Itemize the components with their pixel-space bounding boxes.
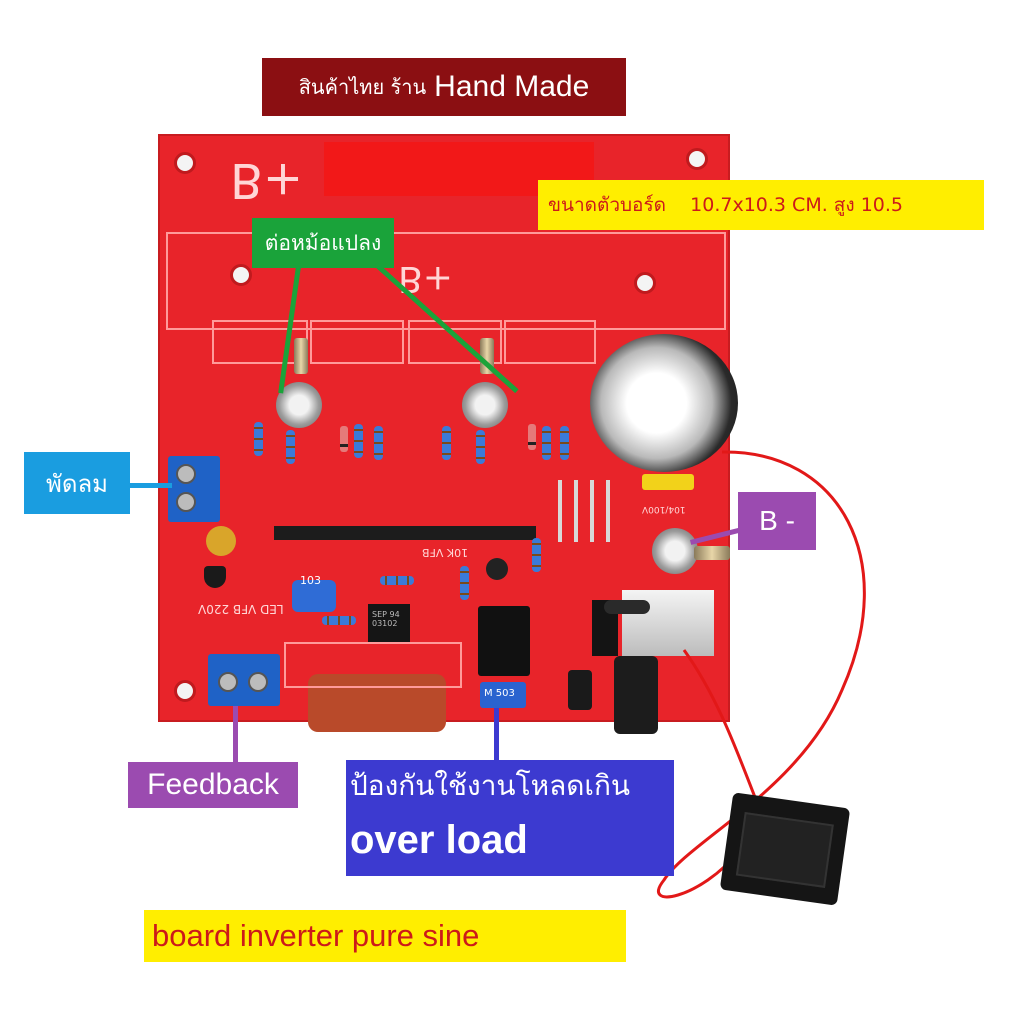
- wire-jumpers: [552, 480, 612, 542]
- fan-terminal: [168, 456, 220, 522]
- mounting-hole: [174, 152, 196, 174]
- resistor: [460, 566, 469, 600]
- b-minus-label: B -: [738, 492, 816, 550]
- mounting-hole: [230, 264, 252, 286]
- small-capacitor: [486, 558, 508, 580]
- resistor: [476, 430, 485, 464]
- film-capacitor: [642, 474, 694, 490]
- mosfet-footprint: [504, 320, 596, 364]
- resistor: [542, 426, 551, 460]
- board-size-label: ขนาดตัวบอร์ด 10.7x10.3 CM. สูง 10.5: [538, 180, 984, 230]
- overload-label: ป้องกันใช้งานโหลดเกิน over load: [346, 760, 674, 876]
- resistor: [254, 422, 263, 456]
- electrolytic-capacitor: [568, 670, 592, 710]
- overload-pointer: [494, 708, 499, 762]
- terminal-screw: [248, 672, 268, 692]
- feedback-pointer: [233, 706, 238, 764]
- terminal-screw: [218, 672, 238, 692]
- transformer-bolt-right: [462, 382, 508, 428]
- resistor: [380, 576, 414, 585]
- inductor: [604, 600, 650, 614]
- resistor: [286, 430, 295, 464]
- power-switch: [719, 792, 851, 906]
- capacitor-footprint: [284, 642, 462, 688]
- mosfet-footprint: [408, 320, 502, 364]
- mosfet-footprint: [310, 320, 404, 364]
- overload-trimpot: [480, 682, 526, 708]
- fan-label: พัดลม: [24, 452, 130, 514]
- resistor: [442, 426, 451, 460]
- transformer-standoff: [294, 338, 308, 374]
- main-capacitor: [590, 334, 738, 472]
- ceramic-capacitor: [206, 526, 236, 556]
- resistor: [532, 538, 541, 572]
- trimpot: [292, 580, 336, 612]
- transistor: [204, 566, 226, 588]
- footer-label: board inverter pure sine: [144, 910, 626, 962]
- b-minus-post: [694, 546, 730, 560]
- film-capacitor-large: [308, 674, 446, 732]
- overload-en: over load: [350, 818, 528, 862]
- power-wire: [657, 450, 866, 899]
- terminal-screw: [176, 464, 196, 484]
- transformer-label: ต่อหม้อแปลง: [252, 218, 394, 268]
- resistor: [374, 426, 383, 460]
- switch-rocker: [735, 812, 834, 888]
- terminal-screw: [176, 492, 196, 512]
- header-banner: สินค้าไทย ร้าน Hand Made: [262, 58, 626, 116]
- overload-thai: ป้องกันใช้งานโหลดเกิน: [350, 769, 631, 802]
- diode: [340, 426, 348, 452]
- bridge-rectifier: [368, 604, 410, 644]
- header-thai: สินค้าไทย ร้าน: [298, 75, 427, 99]
- ic-chip: [478, 606, 530, 676]
- resistor: [322, 616, 356, 625]
- feedback-terminal: [208, 654, 280, 706]
- trimpot-value: 103: [300, 574, 321, 587]
- header-pins: [274, 526, 536, 540]
- diode: [528, 424, 536, 450]
- inverter-board: B+ B+ 10K VFB LED VFB 220V 104/100V 103 …: [158, 134, 738, 734]
- feedback-label: Feedback: [128, 762, 298, 808]
- resistor: [560, 426, 569, 460]
- fan-pointer: [128, 483, 172, 488]
- header-brand: Hand Made: [434, 70, 590, 103]
- b-minus-bolt: [652, 528, 698, 574]
- mounting-hole: [686, 148, 708, 170]
- trimpot-label: M 503: [484, 688, 515, 699]
- resistor: [354, 424, 363, 458]
- mounting-hole: [634, 272, 656, 294]
- power-wire-2: [682, 649, 762, 811]
- electrolytic-capacitor: [614, 656, 658, 734]
- bridge-label: SEP 94 03102: [372, 610, 400, 628]
- mounting-hole: [174, 680, 196, 702]
